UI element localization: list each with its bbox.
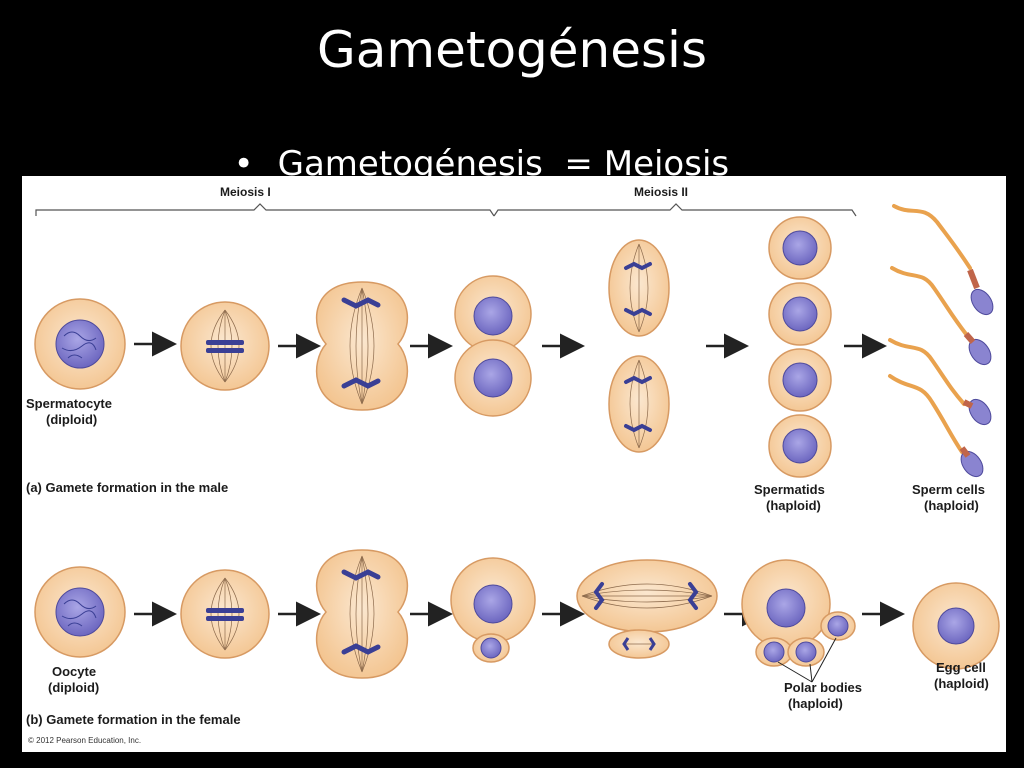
meiosis1-label: Meiosis I [220,185,271,199]
figure-drawing [34,203,1000,683]
sperm-cells-label: Sperm cells [912,482,985,497]
egg-cell-ploidy: (haploid) [934,676,989,691]
spermatids-label: Spermatids [754,482,825,497]
spermatocyte-cell [34,298,126,390]
male-caption: (a) Gamete formation in the male [26,480,228,496]
female-caption: (b) Gamete formation in the female [26,712,241,728]
oocyte-cell [34,566,126,658]
copyright-text: © 2012 Pearson Education, Inc. [28,736,142,745]
oocyte-ploidy: (diploid) [48,680,100,695]
male-caption-letter: (a) [26,480,42,495]
spermatocyte-ploidy: (diploid) [46,412,98,427]
bullet-icon: • [233,144,254,184]
slide-title: Gametogénesis [317,21,707,79]
secondary-oocyte [450,557,536,663]
female-caption-text: Gamete formation in the female [46,712,241,727]
anaphase-i-cell-female [315,549,409,679]
anaphase-i-cell [315,281,409,411]
ootid-and-polar-bodies [741,559,856,683]
polar-bodies-label: Polar bodies [784,680,863,695]
egg-cell-label: Egg cell [936,660,986,675]
meiosis2-brace [493,203,857,217]
male-caption-text: Gamete formation in the male [45,480,229,495]
meiosis2-label: Meiosis II [634,185,689,199]
bullet-item: •Gametogénesis = Meiosis [212,98,729,184]
daughter-cells-male [454,275,532,417]
egg-cell [912,582,1000,670]
sperm-cells [888,204,994,478]
meiosis-ii-cell-female [576,559,718,659]
polar-bodies-ploidy: (haploid) [788,696,843,711]
meiosis1-brace [35,203,495,217]
metaphase-i-cell-female [180,569,270,659]
metaphase-i-cell [180,301,270,391]
sperm-cells-ploidy: (haploid) [924,498,979,513]
meiosis-ii-cell-bottom [608,355,670,453]
spermatocyte-label: Spermatocyte [26,396,112,411]
meiosis-ii-cell-top [608,239,670,337]
oocyte-label: Oocyte [52,664,97,679]
gametogenesis-figure: Meiosis I Meiosis II Spermatocyte (diplo… [22,176,1006,752]
spermatids-ploidy: (haploid) [766,498,821,513]
spermatids [768,216,832,478]
female-caption-letter: (b) [26,712,43,727]
